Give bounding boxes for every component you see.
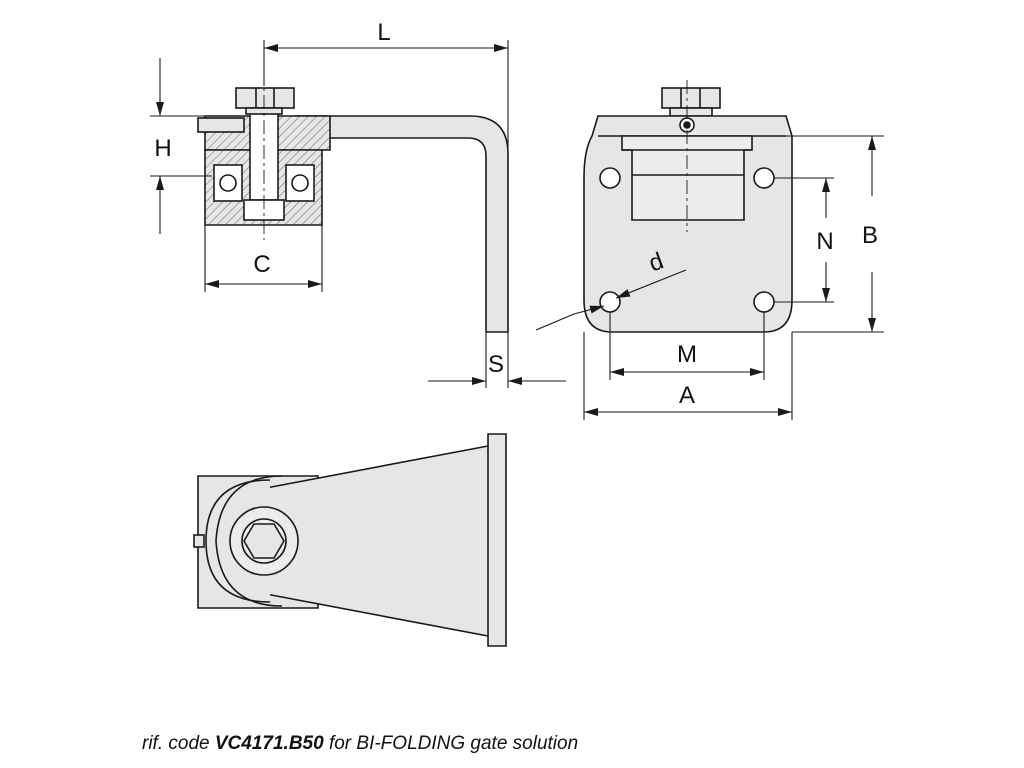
caption: rif. code VC4171.B50 for BI-FOLDING gate… [142,733,578,755]
mounting-hole-br [753,291,775,313]
dim-label-M: M [677,341,697,368]
dim-label-L: L [377,19,390,46]
mounting-hole-tr [753,167,775,189]
side-pin [193,534,205,548]
caption-suffix: for BI-FOLDING gate solution [323,733,579,754]
dim-label-A: A [679,382,695,409]
top-hex-nut [243,523,285,559]
dim-label-H: H [154,135,171,162]
dim-label-C: C [253,251,270,278]
side-section-view [197,70,509,333]
caption-prefix: rif. code [142,733,215,754]
top-view [193,433,507,647]
tapered-arm [265,433,507,647]
dim-label-B: B [862,222,878,249]
front-view [583,80,793,333]
side-dimensions [150,40,566,388]
front-bolt-head [661,87,721,109]
front-dimensions [535,135,884,420]
side-tab [197,117,245,133]
mounting-hole-tl [599,167,621,189]
dim-label-S: S [488,351,504,378]
dim-label-N: N [816,228,833,255]
bolt-head [235,87,295,109]
mounting-hole-bl [599,291,621,313]
caption-code: VC4171.B50 [214,733,324,754]
